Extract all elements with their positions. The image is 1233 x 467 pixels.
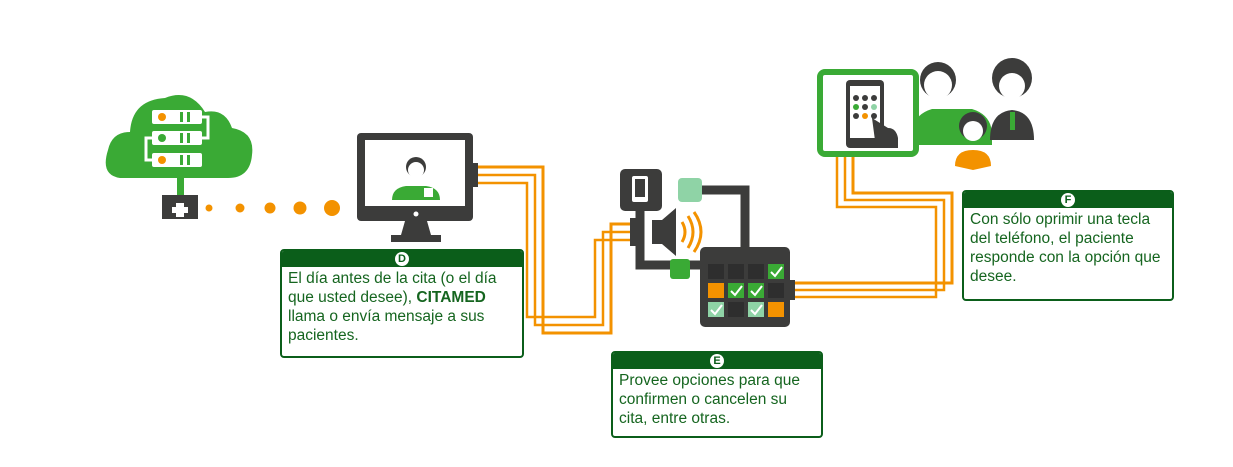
calendar-cell bbox=[728, 302, 744, 317]
calendar-cell bbox=[708, 302, 724, 317]
brand-name: CITAMED bbox=[416, 289, 486, 306]
keypad-key bbox=[853, 104, 859, 110]
calendar-cell bbox=[768, 302, 784, 317]
calendar-cell bbox=[768, 264, 784, 279]
check-icon bbox=[750, 304, 763, 316]
calendar-cell bbox=[728, 283, 744, 298]
keypad-key bbox=[862, 113, 868, 119]
step-e-box: E Provee opciones para que confirmen o c… bbox=[611, 351, 823, 438]
step-f-badge: F bbox=[1061, 193, 1075, 207]
calendar-cell bbox=[748, 302, 764, 317]
calendar-cell bbox=[748, 264, 764, 279]
keypad-key bbox=[871, 113, 877, 119]
connection-dots bbox=[205, 200, 340, 216]
connection-lines-d-e bbox=[478, 165, 632, 335]
calendar-cell bbox=[768, 283, 784, 298]
calendar-cell bbox=[728, 264, 744, 279]
keypad-key bbox=[862, 95, 868, 101]
step-f-text: Con sólo oprimir una tecla del teléfono,… bbox=[970, 211, 1161, 285]
step-d-badge: D bbox=[395, 252, 409, 266]
keypad-key bbox=[853, 113, 859, 119]
step-d-text: El día antes de la cita (o el día que us… bbox=[288, 270, 497, 344]
keypad-key bbox=[853, 95, 859, 101]
calendar-cell bbox=[708, 264, 724, 279]
calendar-cell bbox=[708, 283, 724, 298]
check-icon bbox=[710, 304, 723, 316]
step-d-box: D El día antes de la cita (o el día que … bbox=[280, 249, 524, 358]
phone-call-hub-icon bbox=[620, 169, 795, 327]
check-icon bbox=[770, 266, 783, 278]
step-f-box: F Con sólo oprimir una tecla del teléfon… bbox=[962, 190, 1174, 301]
keypad-key bbox=[871, 104, 877, 110]
step-e-badge: E bbox=[710, 354, 724, 368]
keypad-key bbox=[871, 95, 877, 101]
family-tablet-icon bbox=[817, 58, 1034, 170]
calendar-cell bbox=[748, 283, 764, 298]
check-icon bbox=[730, 285, 743, 297]
keypad-key bbox=[862, 104, 868, 110]
connection-lines-e-f bbox=[795, 155, 954, 299]
check-icon bbox=[750, 285, 763, 297]
step-e-text: Provee opciones para que confirmen o can… bbox=[619, 372, 800, 427]
monitor-icon bbox=[357, 133, 478, 242]
cloud-server-icon bbox=[105, 95, 253, 219]
